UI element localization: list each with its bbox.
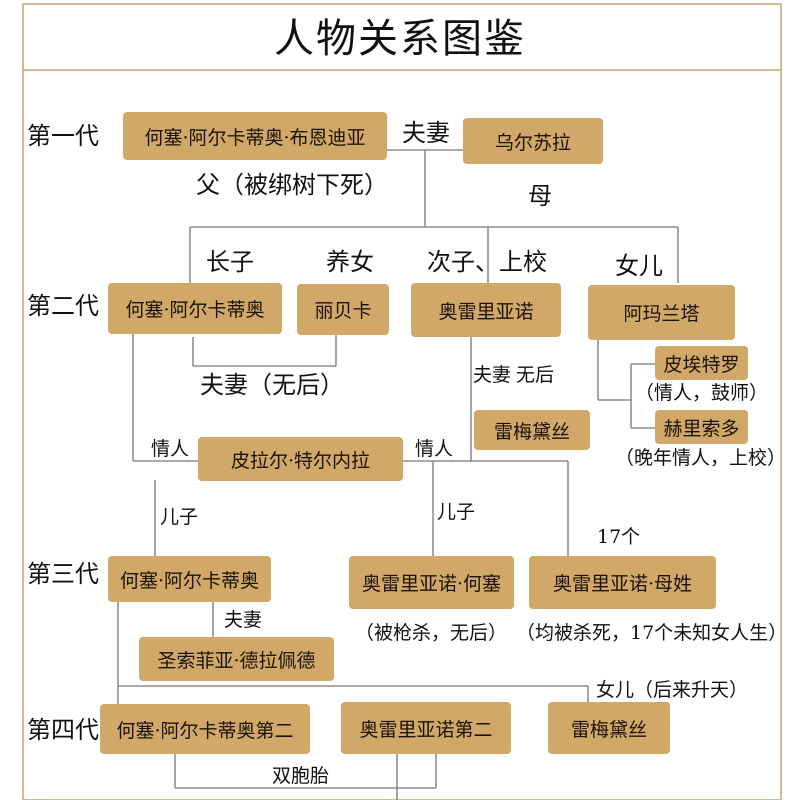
generation-label-4: 第四代 bbox=[27, 716, 99, 744]
person-jose-arcadio: 何塞·阿尔卡蒂奥 bbox=[108, 283, 282, 334]
person-arcadio: 何塞·阿尔卡蒂奥 bbox=[108, 556, 271, 602]
label-lover-right: 情人 bbox=[415, 438, 454, 460]
label-son-right: 儿子 bbox=[437, 501, 476, 523]
person-remedios-beauty: 雷梅黛丝 bbox=[548, 702, 670, 754]
label-mother: 母 bbox=[528, 182, 552, 210]
label-son-left: 儿子 bbox=[160, 506, 199, 528]
label-adopted-daughter: 养女 bbox=[326, 248, 374, 276]
frame bbox=[22, 3, 782, 800]
label-pietro-note: （情人，鼓师） bbox=[635, 382, 769, 404]
label-gerineldo-note: （晚年情人，上校） bbox=[615, 447, 787, 469]
generation-label-2: 第二代 bbox=[27, 292, 99, 320]
person-rebeca: 丽贝卡 bbox=[297, 284, 389, 335]
generation-label-3: 第三代 bbox=[27, 560, 99, 588]
label-shot-note: （被枪杀，无后） bbox=[355, 622, 508, 644]
label-spouse-no-heir: 夫妻（无后） bbox=[200, 371, 344, 399]
label-spouse-aureliano: 夫妻 bbox=[473, 364, 512, 386]
label-count-17: 17个 bbox=[597, 526, 641, 548]
generation-label-1: 第一代 bbox=[27, 122, 99, 150]
person-aureliano-ii: 奥雷里亚诺第二 bbox=[341, 702, 511, 754]
person-jose-arcadio-ii: 何塞·阿尔卡蒂奥第二 bbox=[100, 704, 310, 754]
label-twins: 双胞胎 bbox=[272, 765, 330, 787]
label-daughter: 女儿 bbox=[615, 252, 663, 280]
person-jose-arcadio-buendia: 何塞·阿尔卡蒂奥·布恩迪亚 bbox=[123, 112, 387, 160]
person-gerineldo: 赫里索多 bbox=[655, 410, 748, 444]
page-title: 人物关系图鉴 bbox=[274, 16, 526, 62]
label-killed-note: （均被杀死，17个未知女人生） bbox=[516, 622, 788, 644]
label-lover-left: 情人 bbox=[151, 438, 190, 460]
person-amaranta: 阿玛兰塔 bbox=[588, 285, 735, 340]
label-daughter-ascended: 女儿（后来升天） bbox=[596, 679, 749, 701]
label-no-heir: 无后 bbox=[516, 364, 555, 386]
person-pietro-crespi: 皮埃特罗 bbox=[655, 346, 748, 380]
label-father-note: 父（被绑树下死） bbox=[196, 171, 388, 199]
label-eldest-son: 长子 bbox=[206, 248, 254, 276]
person-pilar-ternera: 皮拉尔·特尔内拉 bbox=[198, 437, 403, 481]
person-aureliano: 奥雷里亚诺 bbox=[411, 283, 561, 337]
person-remedios: 雷梅黛丝 bbox=[474, 410, 590, 450]
label-spouse-g3: 夫妻 bbox=[224, 609, 263, 631]
person-seventeen-aurelianos: 奥雷里亚诺·母姓 bbox=[529, 556, 716, 609]
label-second-son: 次子、上校 bbox=[427, 248, 547, 276]
person-ursula: 乌尔苏拉 bbox=[463, 118, 603, 164]
label-spouse-g1: 夫妻 bbox=[402, 119, 450, 147]
person-aureliano-jose: 奥雷里亚诺·何塞 bbox=[349, 556, 514, 609]
person-santa-sofia: 圣索菲亚·德拉佩德 bbox=[139, 637, 334, 681]
